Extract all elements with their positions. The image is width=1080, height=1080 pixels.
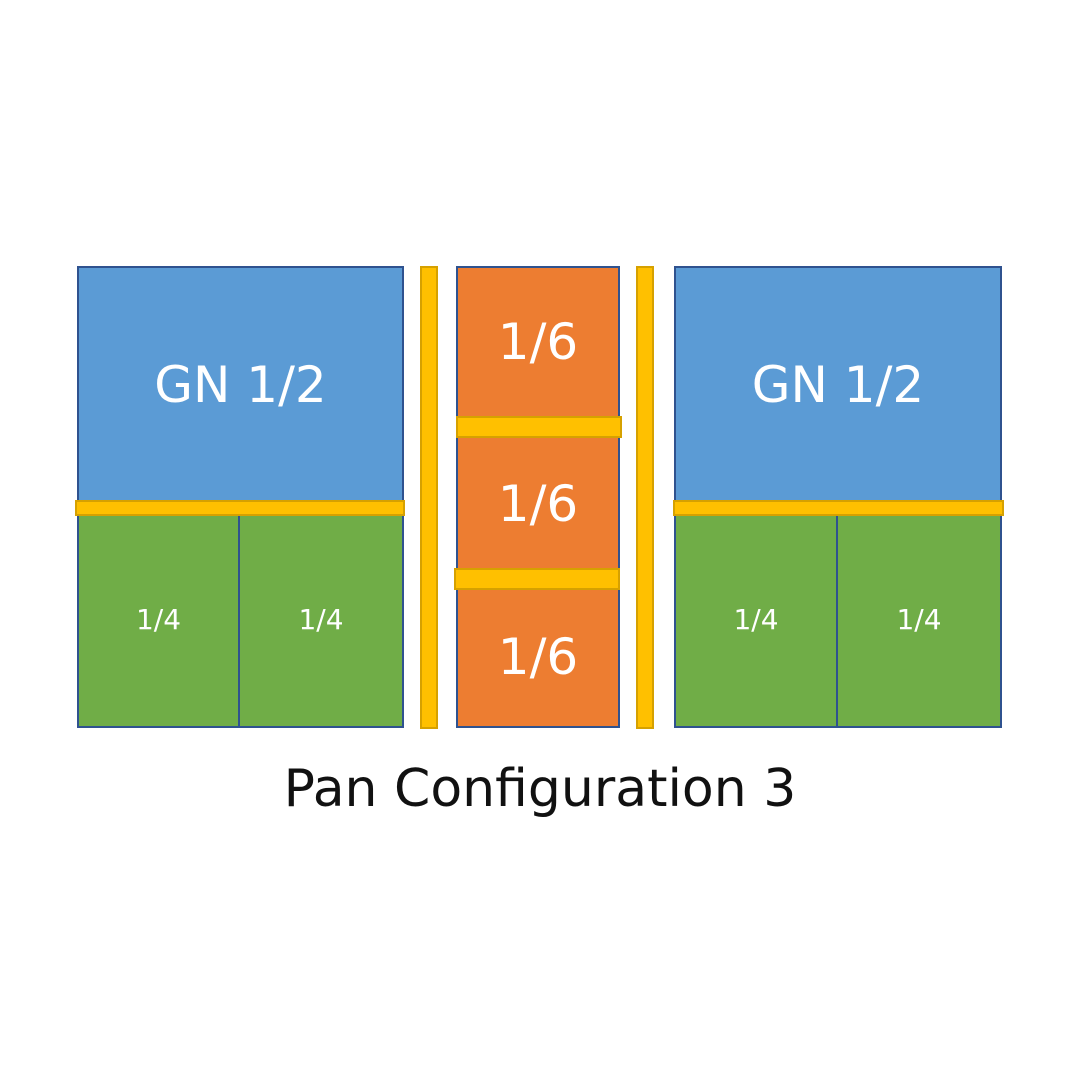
right-half-pan-label: GN 1/2 (751, 356, 925, 414)
center-sixth-pan-middle: 1/6 (456, 432, 620, 576)
left-half-pan: GN 1/2 (77, 266, 404, 504)
left-quarter-pan-2-label: 1/4 (298, 603, 344, 636)
right-half-pan: GN 1/2 (674, 266, 1002, 504)
right-quarter-pan-2-label: 1/4 (896, 603, 942, 636)
right-horizontal-divider-bar (673, 500, 1004, 516)
left-quarter-pan-1: 1/4 (77, 512, 240, 728)
left-vertical-divider-bar (420, 266, 438, 729)
center-sixth-pan-top-label: 1/6 (497, 313, 579, 371)
right-quarter-pan-2: 1/4 (836, 512, 1002, 728)
center-sixth-pan-top: 1/6 (456, 266, 620, 418)
diagram-caption: Pan Configuration 3 (283, 759, 797, 819)
right-vertical-divider-bar (636, 266, 654, 729)
center-sixth-pan-middle-label: 1/6 (497, 475, 579, 533)
center-sixth-pan-bottom: 1/6 (456, 586, 620, 728)
right-quarter-pan-1-label: 1/4 (733, 603, 779, 636)
center-divider-bar-bottom (454, 568, 620, 590)
left-half-pan-label: GN 1/2 (154, 356, 327, 414)
left-quarter-pan-2: 1/4 (238, 512, 404, 728)
left-quarter-pan-1-label: 1/4 (135, 603, 182, 636)
left-horizontal-divider-bar (75, 500, 405, 516)
center-sixth-pan-bottom-label: 1/6 (497, 628, 579, 686)
right-quarter-pan-1: 1/4 (674, 512, 838, 728)
center-divider-bar-top (456, 416, 622, 438)
